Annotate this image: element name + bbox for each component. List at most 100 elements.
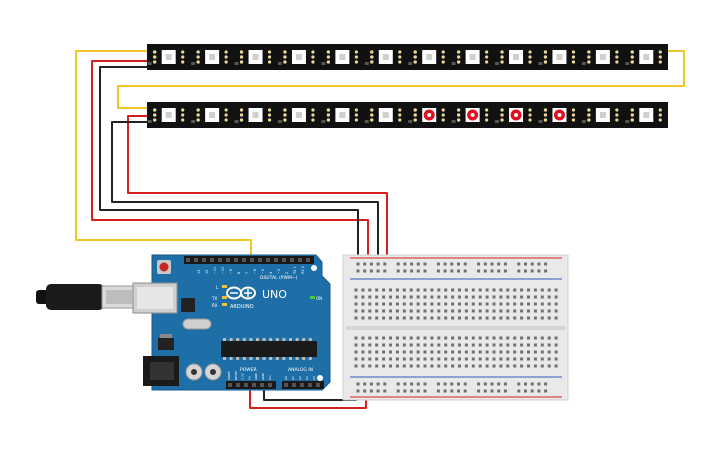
breadboard-hole[interactable] [520, 288, 524, 292]
breadboard-hole[interactable] [382, 350, 386, 354]
breadboard-hole[interactable] [478, 295, 482, 299]
breadboard-hole[interactable] [416, 288, 420, 292]
breadboard-hole[interactable] [368, 350, 372, 354]
breadboard-hole[interactable] [527, 343, 530, 347]
breadboard-hole[interactable] [471, 309, 475, 313]
breadboard-hole[interactable] [389, 364, 392, 368]
breadboard-hole[interactable] [368, 357, 372, 361]
rail-hole[interactable] [396, 269, 400, 273]
rail-hole[interactable] [423, 389, 427, 393]
breadboard-hole[interactable] [499, 350, 503, 354]
breadboard-hole[interactable] [554, 364, 558, 368]
wire-power-red-bottom[interactable] [127, 115, 388, 268]
breadboard-hole[interactable] [423, 350, 427, 354]
breadboard-hole[interactable] [533, 288, 537, 292]
breadboard-hole[interactable] [444, 288, 448, 292]
breadboard-hole[interactable] [554, 316, 558, 320]
breadboard-hole[interactable] [540, 364, 544, 368]
breadboard-hole[interactable] [520, 309, 524, 313]
breadboard-hole[interactable] [464, 364, 468, 368]
breadboard-hole[interactable] [437, 364, 441, 368]
rail-hole[interactable] [517, 269, 521, 273]
header-pin[interactable] [202, 258, 206, 262]
breadboard-hole[interactable] [451, 357, 455, 361]
rail-hole[interactable] [376, 262, 380, 266]
breadboard-hole[interactable] [437, 343, 441, 347]
breadboard-hole[interactable] [547, 302, 551, 306]
breadboard-hole[interactable] [533, 309, 537, 313]
breadboard-hole[interactable] [375, 316, 379, 320]
breadboard-hole[interactable] [458, 302, 461, 306]
breadboard-hole[interactable] [382, 288, 386, 292]
breadboard-hole[interactable] [464, 288, 468, 292]
breadboard-hole[interactable] [402, 364, 406, 368]
rail-hole[interactable] [490, 389, 494, 393]
breadboard-hole[interactable] [506, 288, 510, 292]
breadboard-hole[interactable] [430, 343, 434, 347]
breadboard-hole[interactable] [430, 295, 434, 299]
breadboard-hole[interactable] [395, 316, 399, 320]
breadboard-hole[interactable] [547, 357, 551, 361]
rail-hole[interactable] [457, 262, 460, 266]
breadboard-hole[interactable] [533, 364, 537, 368]
breadboard-hole[interactable] [451, 336, 455, 340]
breadboard-hole[interactable] [451, 295, 455, 299]
rail-hole[interactable] [416, 389, 420, 393]
rail-hole[interactable] [483, 382, 487, 386]
breadboard-hole[interactable] [430, 316, 434, 320]
breadboard-hole[interactable] [478, 350, 482, 354]
arduino-uno-board[interactable]: ARDUINO UNO DIGITAL (PWM~) POWER ANALOG … [132, 254, 331, 391]
rail-hole[interactable] [463, 389, 467, 393]
breadboard-hole[interactable] [520, 302, 524, 306]
breadboard-hole[interactable] [375, 343, 379, 347]
rail-hole[interactable] [483, 269, 487, 273]
breadboard-hole[interactable] [423, 309, 427, 313]
header-pin[interactable] [306, 258, 310, 262]
breadboard-hole[interactable] [478, 336, 482, 340]
breadboard-hole[interactable] [430, 357, 434, 361]
rail-hole[interactable] [356, 389, 360, 393]
breadboard-hole[interactable] [485, 295, 489, 299]
breadboard-hole[interactable] [499, 364, 503, 368]
rail-hole[interactable] [423, 269, 427, 273]
header-pin[interactable] [252, 383, 256, 387]
breadboard-hole[interactable] [368, 364, 372, 368]
breadboard-hole[interactable] [527, 288, 530, 292]
breadboard-hole[interactable] [458, 309, 461, 313]
breadboard-hole[interactable] [464, 309, 468, 313]
breadboard-hole[interactable] [361, 309, 365, 313]
breadboard-hole[interactable] [471, 336, 475, 340]
breadboard-hole[interactable] [492, 364, 496, 368]
breadboard-hole[interactable] [361, 336, 365, 340]
breadboard-hole[interactable] [458, 288, 461, 292]
breadboard-hole[interactable] [458, 350, 461, 354]
breadboard-hole[interactable] [437, 357, 441, 361]
breadboard-hole[interactable] [471, 364, 475, 368]
breadboard-hole[interactable] [506, 364, 510, 368]
breadboard-hole[interactable] [423, 343, 427, 347]
breadboard-hole[interactable] [389, 302, 392, 306]
breadboard-hole[interactable] [444, 343, 448, 347]
rail-hole[interactable] [403, 269, 407, 273]
rail-hole[interactable] [443, 382, 447, 386]
breadboard-hole[interactable] [389, 295, 392, 299]
breadboard-hole[interactable] [506, 343, 510, 347]
rail-hole[interactable] [423, 262, 427, 266]
breadboard-hole[interactable] [458, 316, 461, 320]
breadboard-hole[interactable] [409, 309, 413, 313]
header-pin[interactable] [308, 383, 312, 387]
header-pin[interactable] [298, 258, 302, 262]
breadboard-hole[interactable] [540, 343, 544, 347]
header-pin[interactable] [300, 383, 304, 387]
breadboard-hole[interactable] [520, 316, 524, 320]
rail-hole[interactable] [356, 382, 360, 386]
breadboard-hole[interactable] [451, 316, 455, 320]
breadboard-hole[interactable] [464, 343, 468, 347]
breadboard-hole[interactable] [520, 357, 524, 361]
breadboard-hole[interactable] [437, 336, 441, 340]
breadboard-hole[interactable] [423, 288, 427, 292]
breadboard-hole[interactable] [430, 302, 434, 306]
rail-hole[interactable] [457, 382, 460, 386]
rail-hole[interactable] [369, 382, 373, 386]
breadboard-hole[interactable] [492, 350, 496, 354]
